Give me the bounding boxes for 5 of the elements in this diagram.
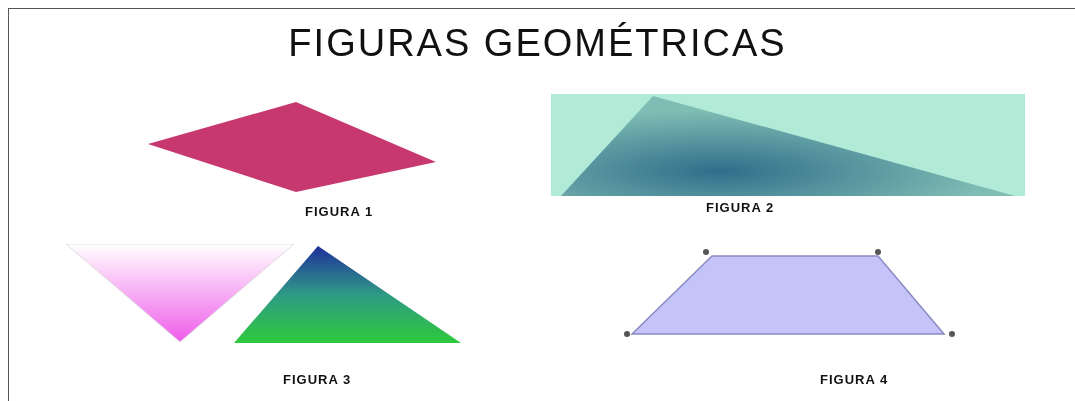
figure-caption: FIGURA 2 [706, 200, 775, 215]
figure-caption: FIGURA 4 [820, 372, 889, 387]
figure-caption: FIGURA 1 [305, 204, 374, 219]
figure-caption: FIGURA 3 [283, 372, 352, 387]
title: FIGURAS GEOMÉTRICAS [287, 22, 788, 65]
